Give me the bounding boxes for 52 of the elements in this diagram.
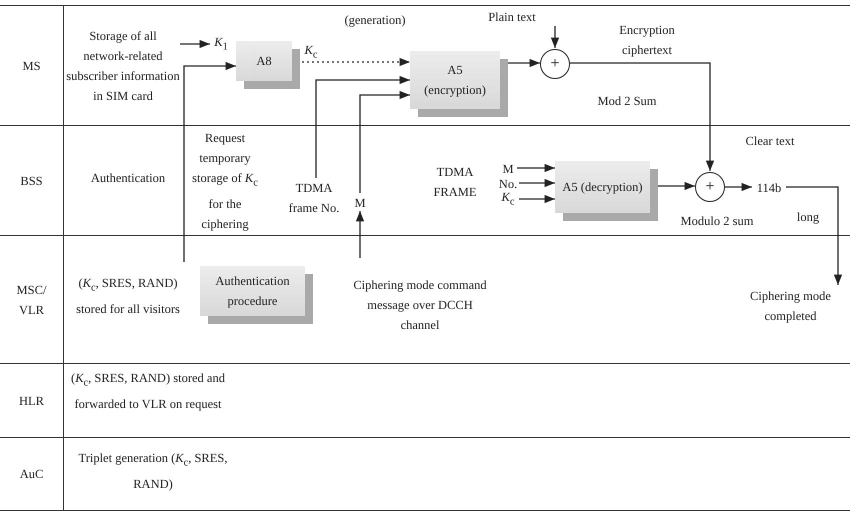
edge-label: Request temporary storage of K$_{c}$ for the ciphering bbox=[191, 130, 259, 233]
node-text: M bbox=[499, 161, 517, 177]
node-text: TDMA frame No. bbox=[280, 179, 348, 217]
arrow bbox=[183, 62, 236, 262]
process-box: A5 (decryption) bbox=[555, 161, 650, 213]
node-text: 114b bbox=[752, 179, 786, 197]
annotation-text: Modulo 2 sum bbox=[680, 213, 754, 230]
node-text: M bbox=[352, 194, 368, 212]
arrow bbox=[519, 194, 555, 204]
lane-label: HLR bbox=[0, 364, 64, 437]
arrow bbox=[359, 90, 410, 193]
process-box: Authentication procedure bbox=[200, 266, 305, 316]
swimlane bbox=[0, 235, 850, 363]
annotation-text: (K$_{c}$, SRES, RAND) stored and forwarded to VLR on request bbox=[70, 370, 226, 413]
lane-label: AuC bbox=[0, 438, 64, 510]
node-text: Storage of all network-related subscriber information in SIM card bbox=[66, 13, 180, 119]
node-text: K$_{c}$ bbox=[497, 191, 519, 209]
node-text: Plain text bbox=[462, 7, 562, 27]
arrow bbox=[315, 76, 410, 178]
annotation-text: Mod 2 Sum bbox=[596, 93, 658, 110]
swimlane bbox=[0, 125, 850, 235]
annotation-text: Triplet generation (K$_{c}$, SRES, RAND) bbox=[78, 450, 228, 492]
arrow bbox=[517, 164, 555, 172]
swimlane bbox=[0, 363, 850, 437]
annotation-text: (generation) bbox=[343, 12, 407, 29]
annotation-text: long bbox=[796, 209, 820, 226]
lane-label: BSS bbox=[0, 126, 64, 235]
xor-circle: + bbox=[540, 49, 570, 79]
arrow bbox=[570, 62, 714, 171]
arrow bbox=[786, 186, 842, 285]
process-box: A8 bbox=[236, 41, 292, 81]
node-text: (K$_{c}$, SRES, RAND) stored for all visitors bbox=[68, 263, 188, 329]
node-text: Ciphering mode command message over DCCH channel bbox=[350, 259, 490, 351]
swimlane bbox=[0, 437, 850, 511]
lane-label: MS bbox=[0, 6, 64, 125]
arrow bbox=[550, 26, 560, 48]
node-text: Ciphering mode completed bbox=[738, 286, 843, 326]
annotation-text: Clear text bbox=[744, 133, 796, 150]
process-box: A5 (encryption) bbox=[410, 51, 500, 109]
node-text: K$_{1}$ bbox=[210, 35, 232, 55]
annotation-text: TDMA FRAME bbox=[432, 164, 478, 201]
arrow bbox=[725, 182, 752, 192]
node-text: No. bbox=[497, 176, 519, 192]
arrow bbox=[180, 40, 210, 48]
edge-label: K$_{c}$ bbox=[303, 42, 318, 62]
annotation-text: Authentication bbox=[90, 170, 166, 187]
lane-label: MSC/ VLR bbox=[0, 236, 64, 363]
arrow bbox=[356, 211, 364, 258]
edge-label: Encryption ciphertext bbox=[618, 22, 676, 59]
xor-circle: + bbox=[695, 172, 725, 202]
arrow bbox=[519, 178, 555, 188]
swimlane bbox=[0, 5, 850, 125]
